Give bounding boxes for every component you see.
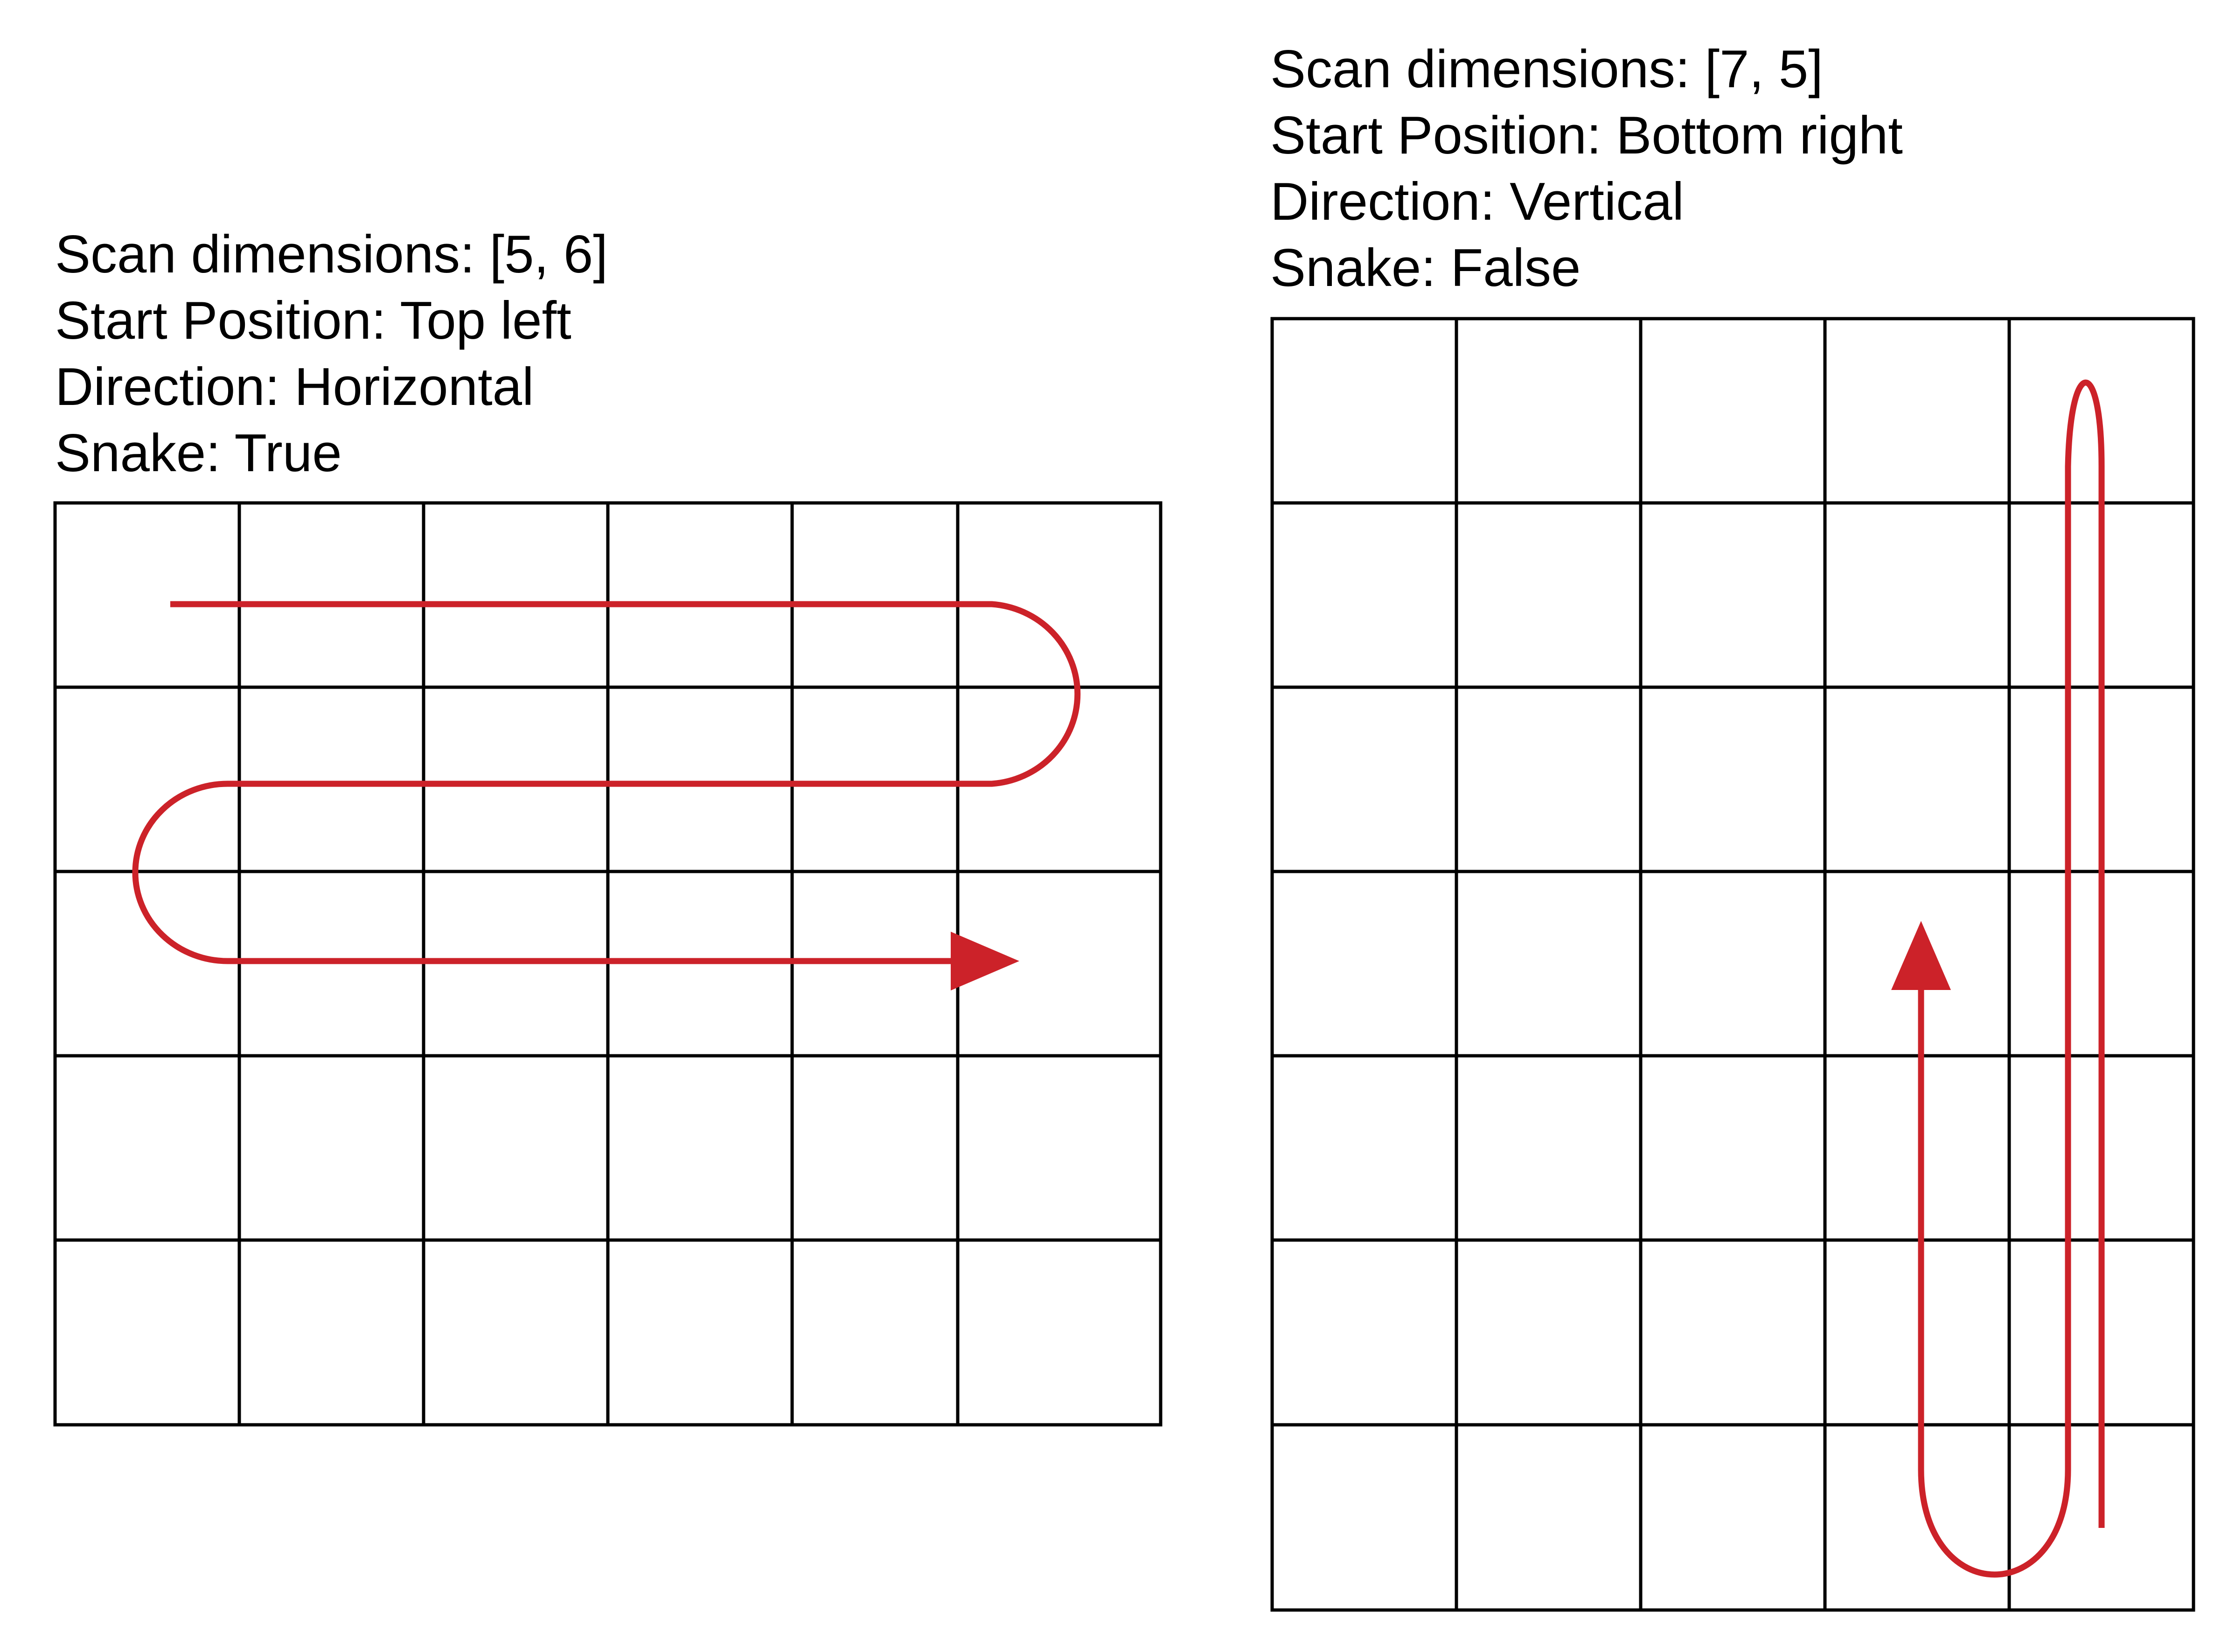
- right-scan-arrowhead-icon: [1891, 921, 1951, 990]
- left-start-position-label: Start Position: Top left: [55, 291, 571, 350]
- right-scan-grid: [1270, 317, 2195, 1612]
- right-snake-label: Snake: False: [1270, 238, 1581, 298]
- right-raster-scan-path: [1918, 379, 2105, 1578]
- left-direction-label: Direction: Horizontal: [55, 357, 534, 417]
- right-direction-label: Direction: Vertical: [1270, 172, 1685, 231]
- left-snake-scan-path: [132, 601, 1081, 964]
- right-panel-labels: Scan dimensions: [7, 5] Start Position: …: [1270, 36, 1903, 301]
- left-scan-arrowhead-icon: [951, 932, 1019, 990]
- left-scan-dimensions-label: Scan dimensions: [5, 6]: [55, 225, 608, 284]
- left-panel-labels: Scan dimensions: [5, 6] Start Position: …: [55, 222, 608, 487]
- right-scan-dimensions-label: Scan dimensions: [7, 5]: [1270, 40, 1823, 99]
- left-snake-label: Snake: True: [55, 424, 342, 483]
- right-grid-border: [1270, 317, 2195, 1612]
- right-start-position-label: Start Position: Bottom right: [1270, 106, 1903, 165]
